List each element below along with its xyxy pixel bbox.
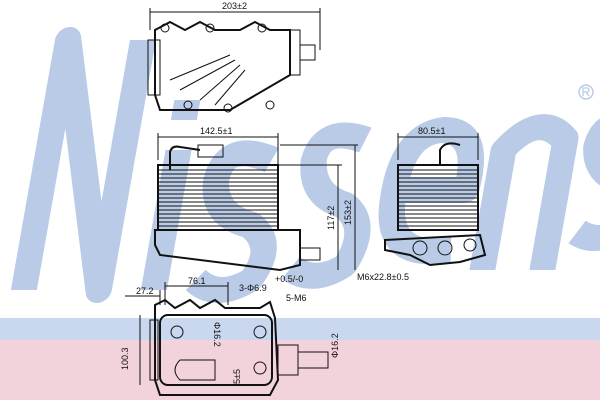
dim-plate-height: 100.3 [120,347,130,370]
dim-port-outer: Φ16.2 [330,333,340,358]
dim-core-height: 117±2 [326,206,336,230]
blue-band [0,318,600,340]
dim-holes: 3-Φ6.9 [239,283,267,293]
watermark-letter-s3 [568,112,600,251]
front-view: 142.5±1 117±2 153±2 M6x22.8±0.5 [154,126,409,282]
dim-side-width: 80.5±1 [418,126,445,136]
watermark-registered-icon [578,84,594,100]
dim-core-length: 142.5±1 [200,126,232,136]
watermark-letter-s2 [281,122,372,289]
dim-thread: M6x22.8±0.5 [357,272,409,282]
watermark-letter-e [378,117,485,265]
side-view: 80.5±1 [384,126,487,267]
dim-hole-spacing: 76.1 [188,276,206,286]
dim-holes-tolerance: +0.5/-0 [275,274,303,284]
dim-offset: 27.2 [136,286,154,296]
dim-total-height: 153±2 [343,200,353,225]
bottom-view: 27.2 76.1 3-Φ6.9 +0.5/-0 5-M6 100.3 Φ16.… [120,274,340,396]
pink-band [0,340,600,400]
dim-overall-length: 203±2 [222,1,247,11]
watermark-letter-s1 [185,140,279,303]
watermark-letter-n2 [469,114,579,270]
dim-small-offset: 5±5 [232,369,242,384]
watermark-logo [10,27,600,303]
watermark-letter-n [10,27,156,303]
dim-threads: 5-M6 [286,293,307,303]
top-view: 203±2 [147,1,321,113]
dim-port-inner: Φ16.2 [212,322,222,347]
